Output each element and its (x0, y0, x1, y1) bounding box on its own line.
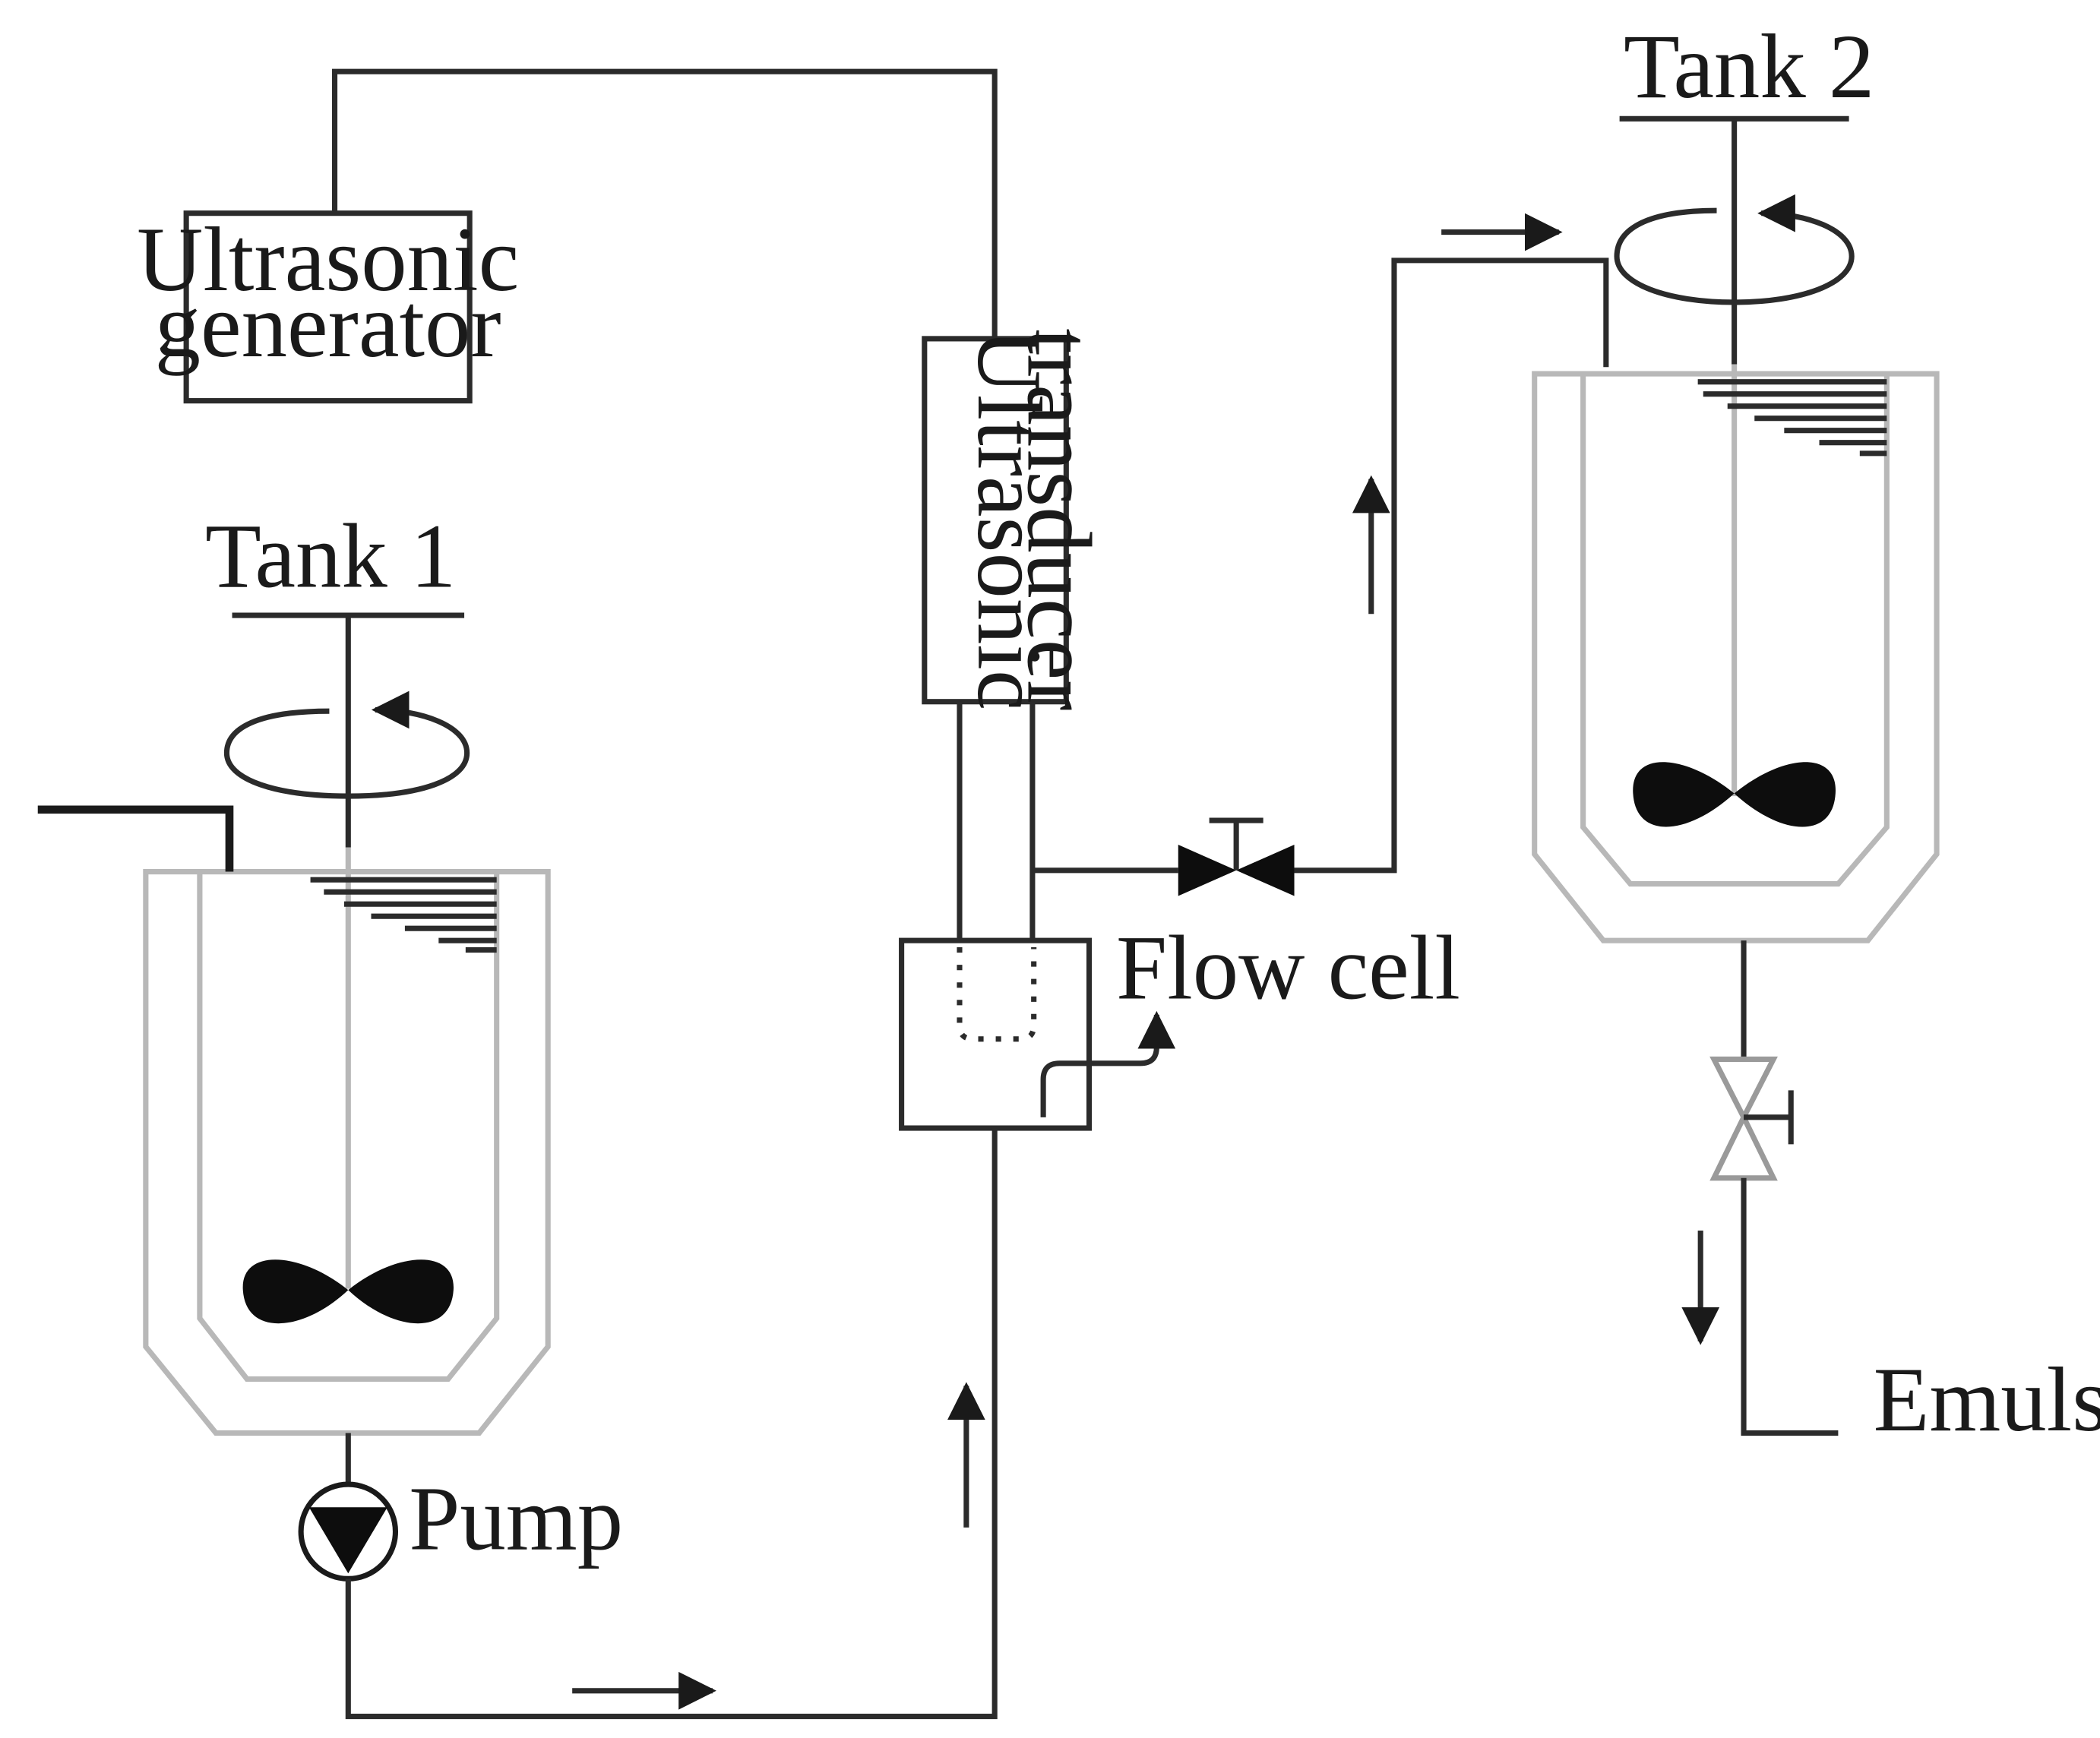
pump-discharge-pipe (345, 1128, 998, 1720)
tank-1: Tank 1 (37, 506, 551, 1436)
flow-cell: Flow cell (899, 918, 1460, 1131)
ultrasonic-generator-label-1: Ultrasonic (137, 209, 519, 311)
liquid-level-lines (310, 877, 497, 953)
tank-1-inner-wall (197, 871, 500, 1382)
tank-1-inlet-pipe (37, 805, 234, 872)
tank-2-inner-wall (1580, 374, 1890, 887)
liquid-level-lines (1697, 379, 1887, 457)
valve-icon (1178, 817, 1295, 896)
ultrasonic-generator: Ultrasonic generator (137, 209, 519, 404)
emulsion-label: Emulsion (1874, 1349, 2100, 1451)
pump-icon (298, 1481, 399, 1582)
ultrasonic-transducer: Ultrasonic transducer (922, 328, 1110, 710)
stirrer-icon (223, 690, 470, 799)
impeller-icon (1633, 762, 1836, 827)
tank-2-label: Tank 2 (1624, 16, 1874, 118)
ultrasonic-transducer-label-2: transducer (1008, 328, 1110, 710)
tank-2-outer-wall (1532, 371, 1940, 943)
impeller-icon (242, 1259, 454, 1324)
tank-1-outer-wall (143, 869, 551, 1436)
drain-pipe-2 (1741, 1177, 1839, 1436)
valve-icon (1709, 1056, 1794, 1181)
tank-1-label: Tank 1 (205, 506, 456, 608)
outlet-pipe-2 (1294, 258, 1609, 874)
tank-2: Tank 2 (1532, 16, 1940, 943)
generator-cable (331, 68, 998, 339)
flow-cell-label: Flow cell (1116, 918, 1460, 1019)
ultrasonic-transducer-label-1: Ultrasonic (958, 328, 1060, 710)
ultrasonic-generator-label-2: generator (155, 275, 501, 377)
pump-label: Pump (409, 1468, 623, 1569)
stirrer-icon (1614, 194, 1855, 305)
